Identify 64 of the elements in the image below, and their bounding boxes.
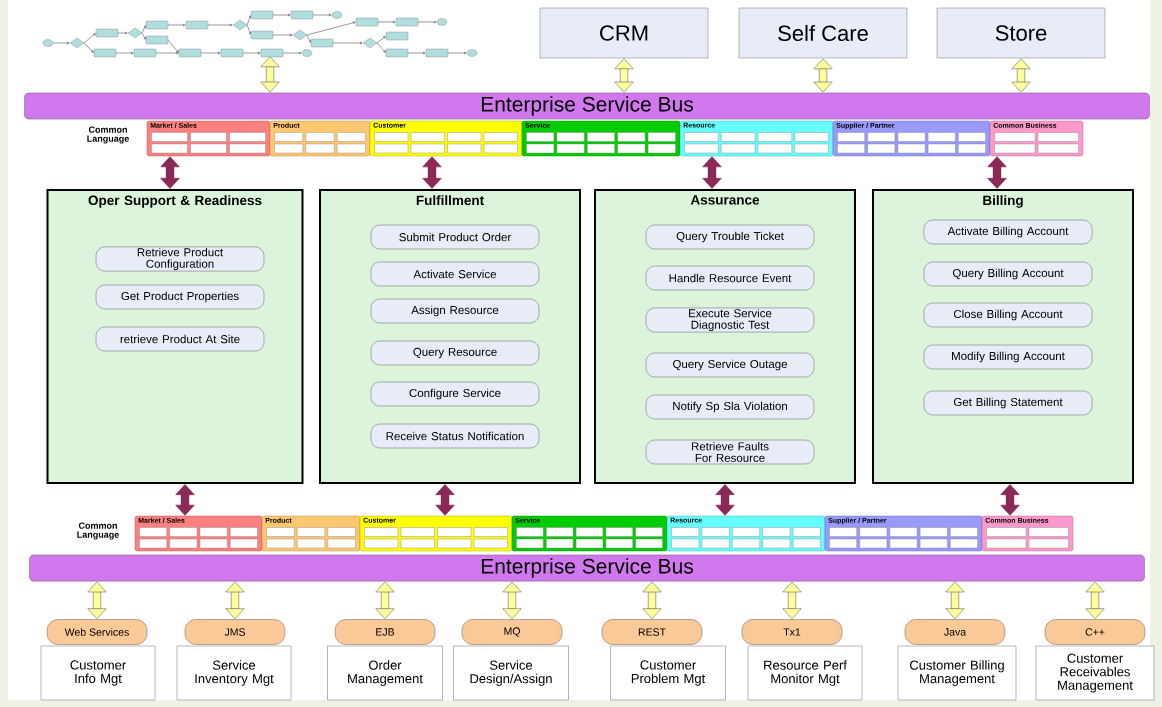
- system-box: CRM: [539, 7, 709, 59]
- operation-pill: Close Billing Account: [923, 302, 1093, 328]
- double-arrow: [225, 581, 245, 620]
- operation-pill: Notify Sp Sla Violation: [645, 394, 815, 420]
- technology-pill: Java: [904, 619, 1006, 645]
- double-arrow: [175, 484, 195, 516]
- operation-pill: Execute Service Diagnostic Test: [645, 307, 815, 333]
- technology-pill: C++: [1044, 619, 1146, 645]
- double-arrow: [375, 581, 395, 620]
- double-arrow: [435, 484, 455, 516]
- operation-pill: Query Billing Account: [923, 261, 1093, 287]
- system-box: Order Management: [327, 645, 443, 701]
- operation-pill: Assign Resource: [370, 298, 540, 324]
- double-arrow: [260, 56, 280, 93]
- system-box: Customer Problem Mgt: [610, 645, 726, 701]
- operation-pill: Modify Billing Account: [923, 344, 1093, 370]
- strip-heading: Common Language: [87, 126, 129, 144]
- process-flow-drawing: [42, 10, 478, 58]
- technology-pill: MQ: [461, 619, 563, 645]
- double-arrow: [1000, 484, 1020, 516]
- operation-pill: Get Product Properties: [95, 284, 265, 310]
- double-arrow: [813, 58, 833, 93]
- operation-pill: Activate Billing Account: [923, 219, 1093, 245]
- double-arrow: [87, 581, 107, 620]
- technology-pill: REST: [601, 619, 703, 645]
- system-box: Customer Billing Management: [897, 645, 1017, 701]
- system-box: Service Inventory Mgt: [176, 645, 292, 701]
- double-arrow: [702, 156, 722, 189]
- operation-pill: Submit Product Order: [370, 224, 540, 250]
- operation-pill: retrieve Product At Site: [95, 326, 265, 352]
- double-arrow: [422, 156, 442, 189]
- operation-pill: Query Service Outage: [645, 352, 815, 378]
- system-box: Resource Perf Monitor Mgt: [747, 645, 863, 701]
- technology-pill: EJB: [334, 619, 436, 645]
- strip-heading: Common Language: [77, 522, 119, 540]
- system-box: Self Care: [738, 7, 908, 59]
- system-box: Customer Receivables Management: [1035, 645, 1155, 701]
- double-arrow: [614, 58, 634, 93]
- system-box: Store: [936, 7, 1106, 59]
- system-box: Customer Info Mgt: [40, 645, 156, 701]
- operation-pill: Handle Resource Event: [645, 265, 815, 291]
- operation-pill: Activate Service: [370, 261, 540, 287]
- double-arrow: [987, 156, 1007, 189]
- system-box: Service Design/Assign: [453, 645, 569, 701]
- operation-pill: Get Billing Statement: [923, 390, 1093, 416]
- operation-pill: Receive Status Notification: [370, 423, 540, 449]
- operation-pill: Retrieve Faults For Resource: [645, 439, 815, 465]
- double-arrow: [642, 581, 662, 620]
- technology-pill: JMS: [184, 619, 286, 645]
- technology-pill: Web Services: [46, 619, 148, 645]
- operation-pill: Query Trouble Ticket: [645, 224, 815, 250]
- double-arrow: [945, 581, 965, 620]
- double-arrow: [502, 581, 522, 620]
- double-arrow: [1011, 58, 1031, 93]
- double-arrow: [160, 156, 180, 189]
- technology-pill: Tx1: [741, 619, 843, 645]
- bus-bar: Enterprise Service Bus: [29, 554, 1145, 582]
- operation-pill: Configure Service: [370, 381, 540, 407]
- operation-pill: Query Resource: [370, 340, 540, 366]
- double-arrow: [1085, 581, 1105, 620]
- bus-bar: Enterprise Service Bus: [24, 92, 1150, 120]
- double-arrow: [782, 581, 802, 620]
- double-arrow: [715, 484, 735, 516]
- operation-pill: Retrieve Product Configuration: [95, 246, 265, 272]
